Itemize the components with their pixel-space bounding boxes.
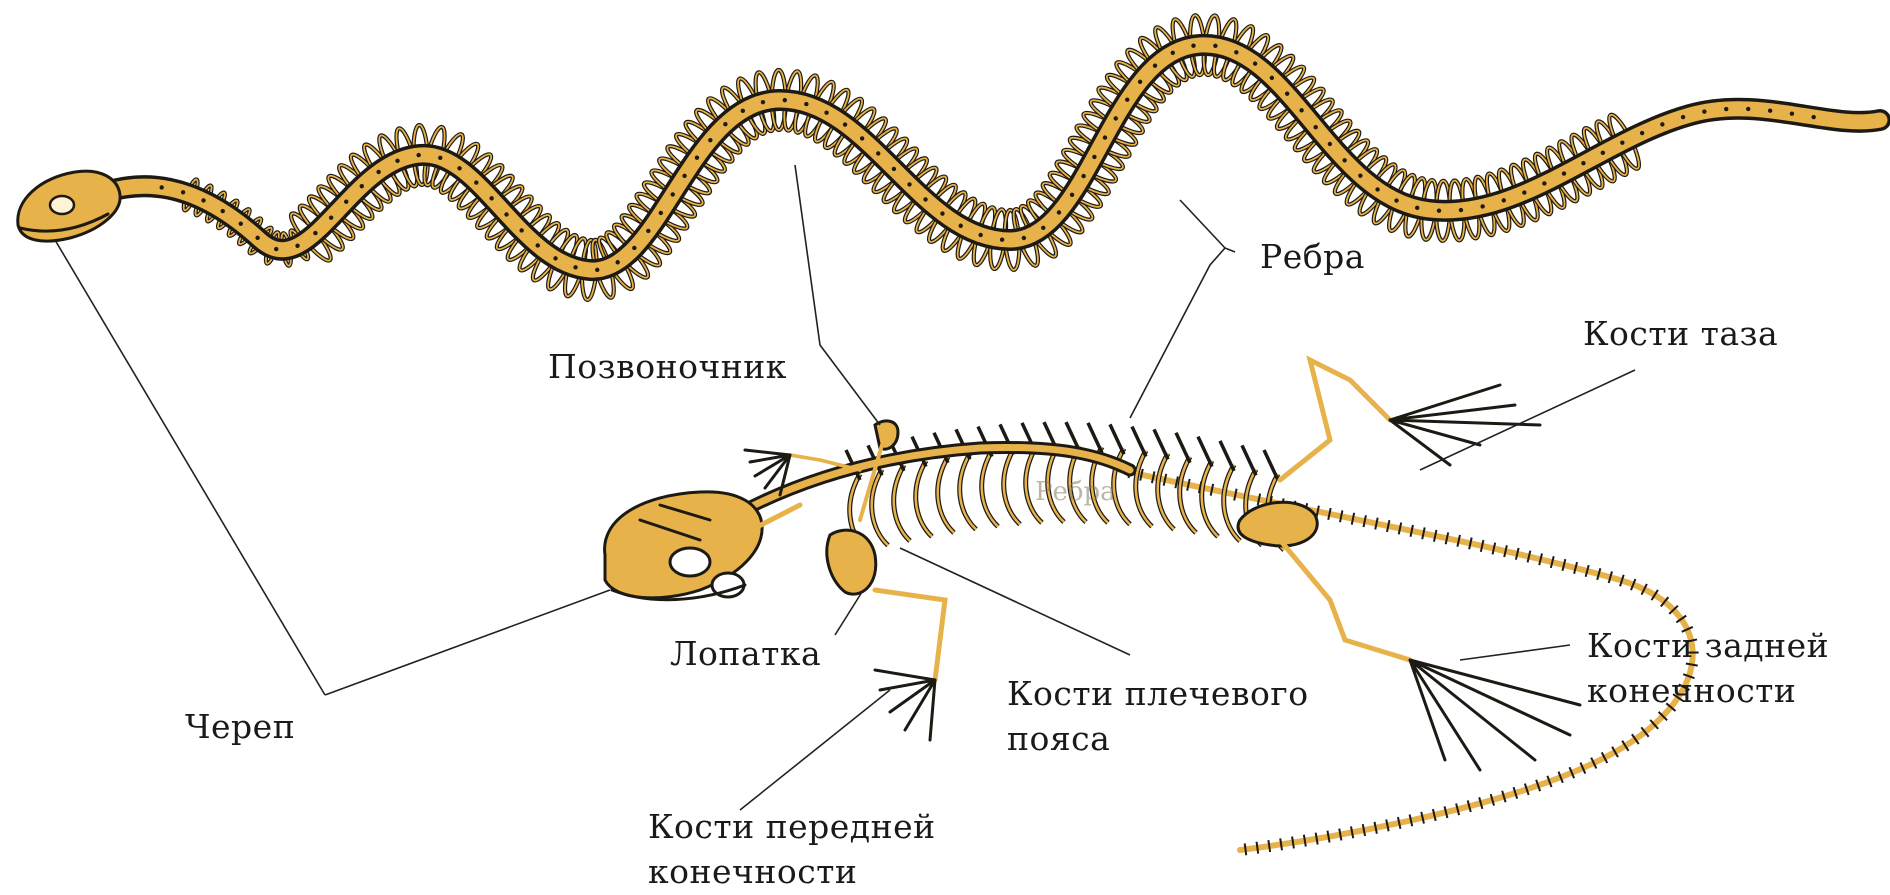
lizard-skull: [605, 492, 763, 600]
label-fore-line2: конечности: [648, 852, 857, 891]
label-hind-line1: Кости задней: [1587, 626, 1829, 665]
labels: Ребра Кости таза Позвоночник Ребра Лопат…: [185, 237, 1829, 891]
lizard-skeleton: [605, 360, 1699, 855]
label-ribs-faint: Ребра: [1035, 477, 1116, 507]
snake-skull: [18, 171, 120, 241]
hind-limb-lower: [1280, 540, 1580, 770]
shoulder-girdle: [827, 421, 898, 594]
label-hind-line2: конечности: [1587, 671, 1796, 710]
label-fore-line1: Кости передней: [648, 807, 936, 846]
hind-limb-upper: [1280, 360, 1540, 480]
label-spine: Позвоночник: [548, 347, 787, 386]
label-ribs-top: Ребра: [1260, 237, 1365, 276]
label-scapula: Лопатка: [670, 634, 821, 673]
label-pelvis: Кости таза: [1583, 314, 1778, 353]
label-shoulder-line2: пояса: [1007, 719, 1110, 758]
snake-skeleton: [18, 15, 1880, 301]
front-limb-lower: [875, 590, 945, 740]
label-shoulder-line1: Кости плечевого: [1007, 674, 1309, 713]
label-skull: Череп: [185, 707, 295, 746]
